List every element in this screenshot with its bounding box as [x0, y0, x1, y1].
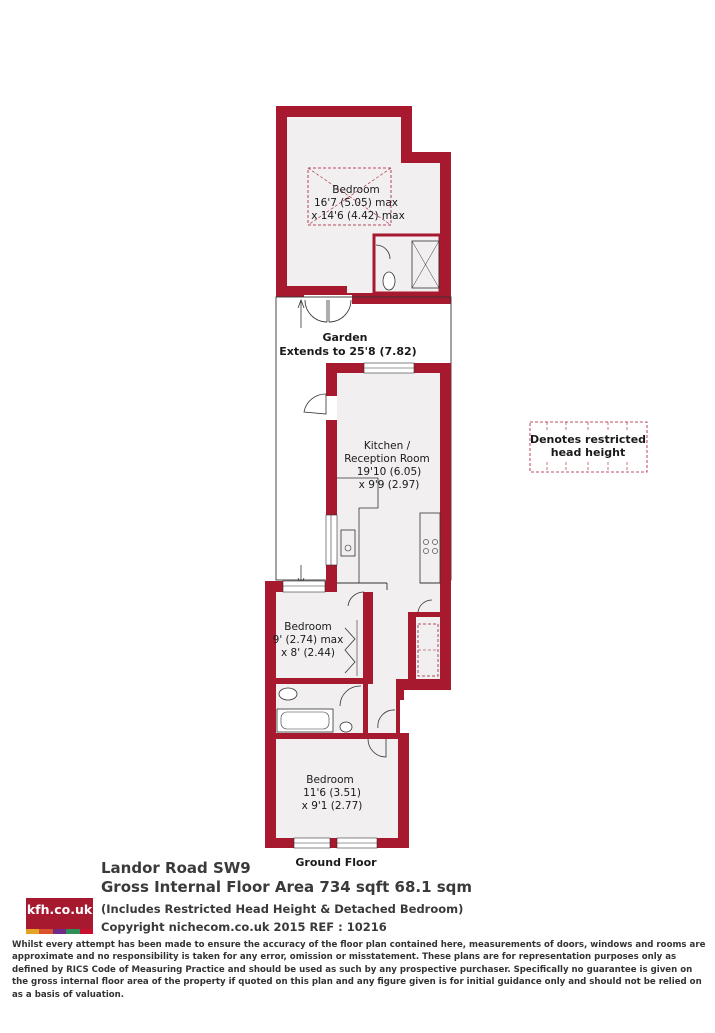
french-door-right	[328, 299, 352, 323]
bathroom-door-swing	[339, 685, 362, 707]
room-4-dim2: x 9'1 (2.77)	[302, 800, 363, 812]
sink-icon	[340, 529, 356, 557]
garden-label: Garden	[322, 331, 367, 344]
logo-stripe-3	[52, 929, 67, 934]
detached-bedroom-block	[276, 106, 451, 323]
french-door-left	[304, 299, 328, 323]
legend-box	[529, 421, 648, 473]
garden-dim: Extends to 25'8 (7.82)	[279, 345, 416, 358]
area-note: (Includes Restricted Head Height & Detac…	[101, 902, 464, 916]
room-3-dim2: x 8' (2.44)	[281, 647, 335, 659]
bedroom-2-floor	[276, 592, 363, 683]
ensuite-door-swing	[375, 244, 391, 260]
room-3-name: Bedroom	[284, 621, 332, 633]
logo-stripe-2	[39, 929, 53, 934]
room-1-dim1: 16'7 (5.05) max	[314, 197, 398, 209]
room-1-dim2: x 14'6 (4.42) max	[311, 210, 405, 222]
shower-tray	[411, 240, 440, 289]
toilet-icon	[382, 271, 396, 291]
room-3-dim1: 9' (2.74) max	[273, 634, 344, 646]
kitchen-door-swing	[303, 393, 327, 415]
restricted-zone-top	[307, 167, 392, 226]
room-1-name: Bedroom	[332, 184, 380, 196]
bedroom-2-window	[282, 580, 326, 593]
basin-icon	[339, 721, 353, 733]
bedroom-3-door-swing	[367, 738, 387, 758]
garden-arrow-up-icon	[297, 298, 305, 309]
front-door-swing	[377, 709, 396, 729]
room-2-name2: Reception Room	[344, 453, 430, 465]
room-2-dim1: 19'10 (6.05)	[357, 466, 422, 478]
kfh-logo[interactable]: kfh.co.uk	[26, 898, 94, 934]
copyright: Copyright nichecom.co.uk 2015 REF : 1021…	[101, 920, 387, 934]
kitchen-side-window	[325, 514, 338, 566]
property-address: Landor Road SW9	[101, 859, 251, 877]
floor-area: Gross Internal Floor Area 734 sqft 68.1 …	[101, 878, 473, 896]
hob-icon	[423, 539, 429, 545]
main-flat	[265, 362, 451, 849]
logo-text: kfh.co.uk	[26, 902, 93, 917]
bathroom-toilet-icon	[278, 687, 298, 701]
logo-stripe-1	[26, 929, 40, 934]
floor-label: Ground Floor	[295, 856, 377, 869]
room-4-name: Bedroom	[306, 774, 354, 786]
bedroom-2-door-swing	[347, 591, 365, 607]
room-2-dim2: x 9'9 (2.97)	[359, 479, 420, 491]
bath-icon	[276, 708, 334, 733]
logo-stripes	[26, 929, 94, 934]
room-4-dim1: 11'6 (3.51)	[303, 787, 361, 799]
legend-text-line1: Denotes restricted	[530, 433, 646, 446]
logo-stripe-4	[66, 929, 80, 934]
logo-stripe-5	[79, 929, 94, 934]
wardrobe-doors	[344, 627, 356, 674]
legend-text-line2: head height	[551, 446, 625, 459]
room-2-name: Kitchen /	[364, 440, 411, 452]
disclaimer: Whilst every attempt has been made to en…	[12, 940, 706, 1000]
